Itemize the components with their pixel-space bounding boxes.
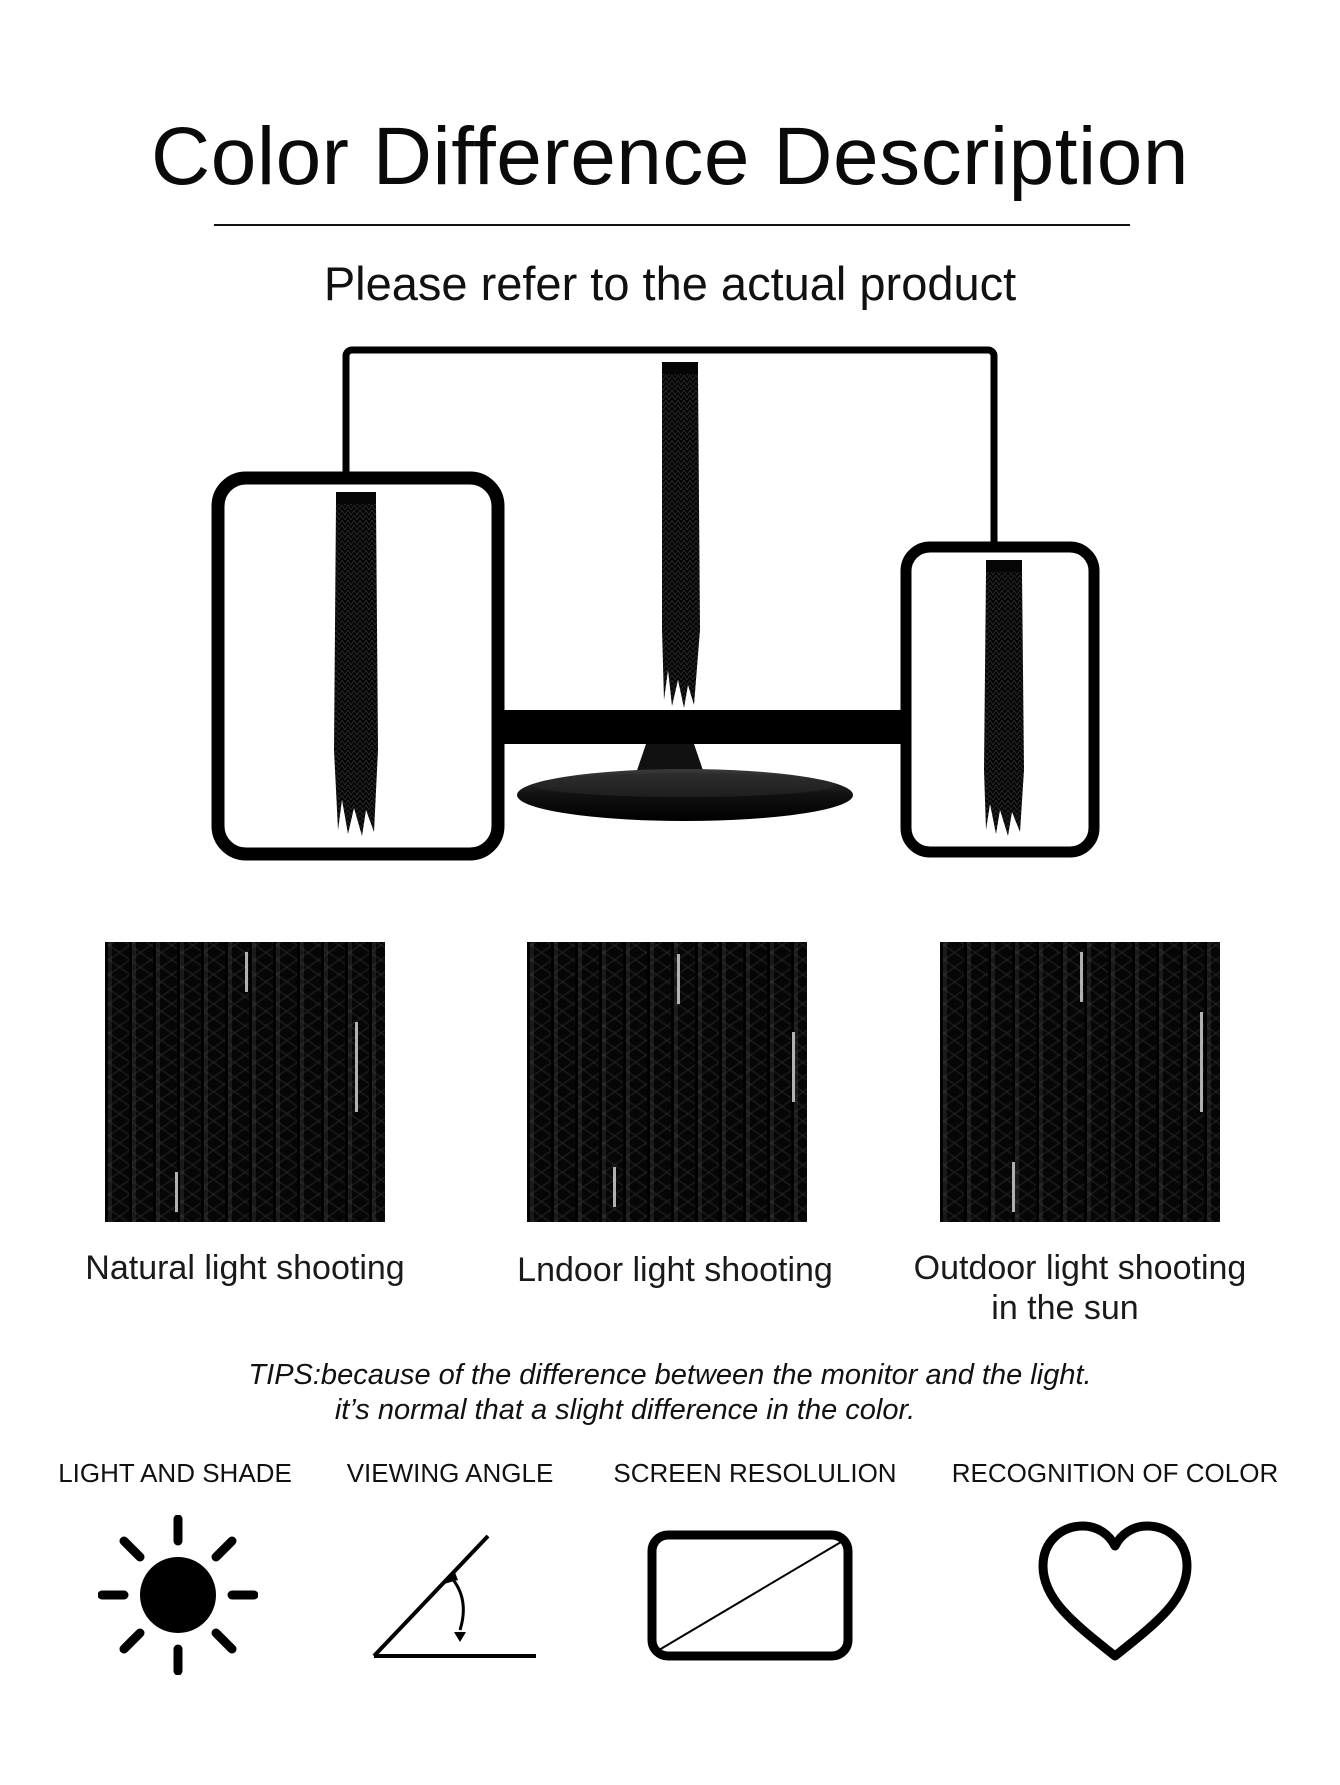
outdoor-light-caption: Outdoor light shooting in the sun — [880, 1248, 1280, 1328]
tips-line2: it’s normal that a slight difference in … — [334, 1394, 916, 1426]
screen-icon — [647, 1530, 853, 1661]
indoor-light-swatch — [527, 942, 807, 1222]
natural-light-caption: Natural light shooting — [85, 1249, 405, 1287]
factor-screen-resolution-label: SCREEN RESOLULION — [613, 1458, 897, 1488]
phone-device — [900, 541, 1100, 858]
angle-icon — [372, 1534, 536, 1658]
indoor-light-caption: Lndoor light shooting — [517, 1251, 833, 1289]
page-subtitle: Please refer to the actual product — [323, 257, 1017, 310]
outdoor-caption-line2: in the sun — [991, 1289, 1139, 1327]
sun-icon — [98, 1515, 258, 1675]
factor-light-and-shade-label: LIGHT AND SHADE — [58, 1458, 292, 1488]
outdoor-caption-line1: Outdoor light shooting — [913, 1249, 1247, 1287]
factor-viewing-angle-label: VIEWING ANGLE — [346, 1458, 554, 1488]
title-divider — [214, 224, 1130, 226]
tips-text: TIPS:because of the difference between t… — [0, 1358, 1340, 1428]
tips-line1: TIPS:because of the difference between t… — [248, 1359, 1092, 1391]
devices-illustration — [211, 346, 1100, 861]
natural-light-swatch — [105, 942, 385, 1222]
heart-icon — [1038, 1521, 1192, 1661]
outdoor-light-swatch — [940, 942, 1220, 1222]
monitor-hair-image — [662, 362, 700, 708]
tablet-device — [211, 471, 505, 861]
factor-recognition-of-color-label: RECOGNITION OF COLOR — [951, 1458, 1279, 1488]
page-title: Color Difference Description — [151, 111, 1189, 202]
